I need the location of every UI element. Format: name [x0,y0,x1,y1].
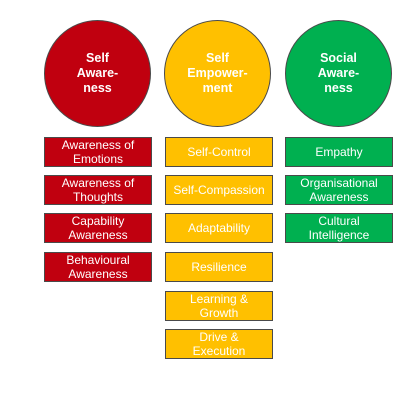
drive-execution-box: Drive & Execution [165,329,273,359]
behavioural-awareness-box: Behavioural Awareness [44,252,152,282]
self-compassion-box: Self-Compassion [165,175,273,205]
adaptability-box: Adaptability [165,213,273,243]
learning-growth-box: Learning & Growth [165,291,273,321]
awareness-of-thoughts-box: Awareness of Thoughts [44,175,152,205]
social-awareness-title: Social Aware- ness [317,51,360,95]
resilience-box: Resilience [165,252,273,282]
awareness-of-emotions-box: Awareness of Emotions [44,137,152,167]
self-control-box: Self-Control [165,137,273,167]
self-awareness-circle: Self Aware- ness [44,20,151,127]
cultural-intelligence-box: Cultural Intelligence [285,213,393,243]
social-awareness-circle: Social Aware- ness [285,20,392,127]
self-empowerment-circle: Self Empower- ment [164,20,271,127]
capability-awareness-box: Capability Awareness [44,213,152,243]
organisational-awareness-box: Organisational Awareness [285,175,393,205]
self-awareness-title: Self Aware- ness [76,51,119,95]
self-empowerment-title: Self Empower- ment [187,51,248,95]
empathy-box: Empathy [285,137,393,167]
